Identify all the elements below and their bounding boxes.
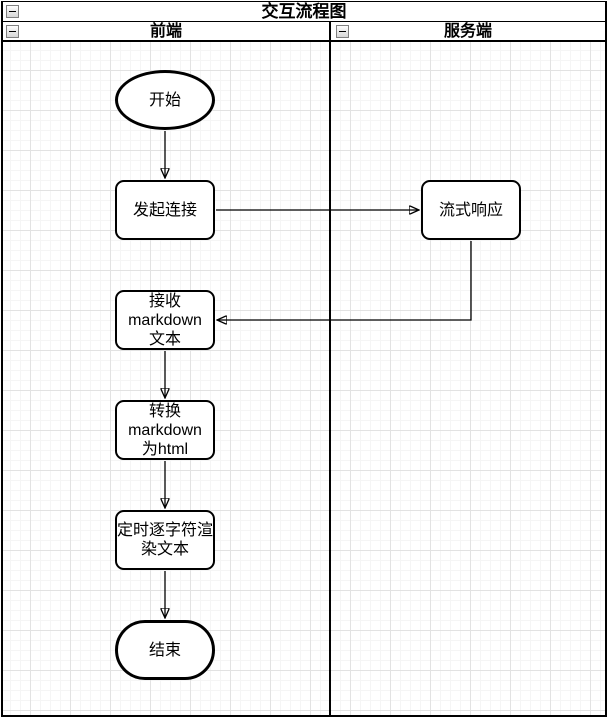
minus-icon [339,30,346,33]
pool-title-separator [1,21,607,22]
pool-title-label: 交互流程图 [261,2,347,21]
minus-icon [9,30,16,33]
pool-collapse-button[interactable] [6,5,19,18]
grid-background [3,42,605,715]
node-convert-markdown[interactable]: 转换 markdown 为html [115,400,215,460]
lane-server-label: 服务端 [443,23,492,40]
node-render-text-line2: 染文本 [140,541,189,558]
node-stream-response-label: 流式响应 [438,201,503,219]
minus-icon [9,10,16,13]
node-receive-markdown-line2: markdown [128,311,202,329]
node-render-text[interactable]: 定时逐字符渲 染文本 [115,510,215,570]
node-start[interactable]: 开始 [115,70,215,130]
node-convert-markdown-line1: 转换 [148,402,181,420]
lane-header-separator [1,40,607,42]
lane-divider [329,21,331,717]
node-stream-response[interactable]: 流式响应 [421,180,521,240]
lane-frontend-label: 前端 [149,23,182,40]
lane-frontend-collapse-button[interactable] [6,25,19,38]
lane-server-collapse-button[interactable] [336,25,349,38]
lane-header-frontend[interactable]: 前端 [3,23,329,40]
node-receive-markdown-line3: 文本 [148,330,181,348]
node-receive-markdown[interactable]: 接收 markdown 文本 [115,290,215,350]
node-receive-markdown-line1: 接收 [148,292,181,310]
pool-title[interactable]: 交互流程图 [3,2,605,21]
node-convert-markdown-line3: 为html [141,440,189,458]
node-initiate-connection-label: 发起连接 [132,201,197,219]
node-render-text-line1: 定时逐字符渲 [117,522,214,539]
node-end[interactable]: 结束 [115,620,215,680]
node-convert-markdown-line2: markdown [128,421,202,439]
node-initiate-connection[interactable]: 发起连接 [115,180,215,240]
lane-header-server[interactable]: 服务端 [331,23,605,40]
node-start-label: 开始 [148,91,181,109]
node-end-label: 结束 [148,641,181,659]
